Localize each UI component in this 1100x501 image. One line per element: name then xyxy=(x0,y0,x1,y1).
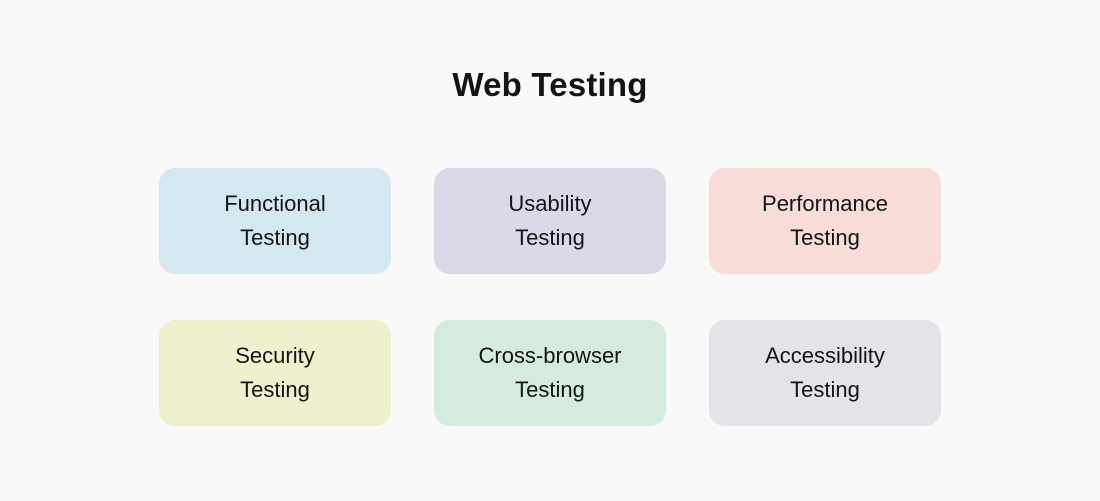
card-label-line2: Testing xyxy=(790,225,860,250)
card-label-line1: Security xyxy=(235,343,315,368)
card-label-line2: Testing xyxy=(240,225,310,250)
page-title: Web Testing xyxy=(452,66,648,103)
card-label-line1: Accessibility xyxy=(765,343,885,368)
card-label-line1: Performance xyxy=(762,191,888,216)
card-label-line2: Testing xyxy=(515,377,585,402)
card-label-line1: Functional xyxy=(224,191,326,216)
card-label-line2: Testing xyxy=(515,225,585,250)
cards-grid: Functional Testing Usability Testing Per… xyxy=(0,168,1100,426)
card-usability-testing: Usability Testing xyxy=(434,168,666,274)
card-accessibility-testing: Accessibility Testing xyxy=(709,320,941,426)
card-cross-browser-testing: Cross-browser Testing xyxy=(434,320,666,426)
card-security-testing: Security Testing xyxy=(159,320,391,426)
card-functional-testing: Functional Testing xyxy=(159,168,391,274)
card-label-line2: Testing xyxy=(790,377,860,402)
card-label-line2: Testing xyxy=(240,377,310,402)
card-label-line1: Usability xyxy=(508,191,592,216)
card-performance-testing: Performance Testing xyxy=(709,168,941,274)
card-label-line1: Cross-browser xyxy=(478,343,622,368)
